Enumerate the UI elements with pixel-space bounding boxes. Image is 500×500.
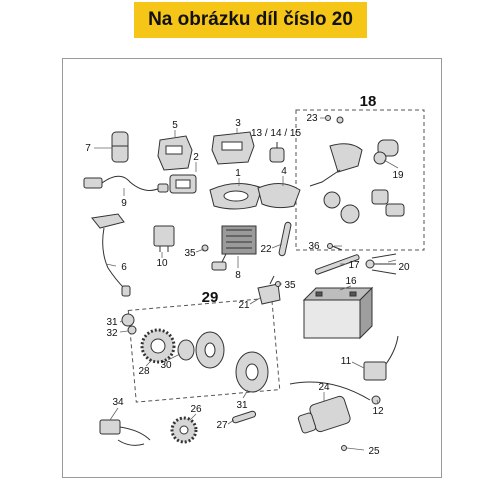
callout-12: 12: [372, 406, 384, 417]
callout-10: 10: [156, 258, 168, 269]
callout-3: 3: [235, 118, 241, 129]
callout-16: 16: [345, 276, 357, 287]
callout-31-upper: 31: [106, 317, 118, 328]
callout-35-left: 35: [184, 248, 196, 259]
callout-1: 1: [235, 168, 241, 179]
part-5-switch-housing[interactable]: [157, 135, 193, 171]
callout-6: 6: [121, 262, 127, 273]
callout-20: 20: [398, 262, 410, 273]
part-10-relay[interactable]: [153, 225, 175, 252]
callout-7: 7: [85, 143, 91, 154]
callout-19: 19: [392, 170, 404, 181]
banner-text: Na obrázku díl číslo 20: [148, 9, 353, 30]
part-31-flywheel[interactable]: [235, 351, 269, 393]
part-24-starter-motor[interactable]: [289, 381, 371, 434]
part-34-sensor-cable[interactable]: [99, 419, 151, 446]
callout-29: 29: [202, 289, 219, 306]
part-4-switch-cover[interactable]: [257, 183, 301, 209]
part-17-strap[interactable]: [314, 254, 360, 275]
part-19-lock[interactable]: [373, 151, 387, 165]
group-box-18: [295, 109, 425, 251]
part-1-switch-cover[interactable]: [209, 183, 263, 210]
callout-13-15: 13 / 14 / 15: [251, 128, 301, 139]
callout-21: 21: [238, 300, 250, 311]
part-20-keys[interactable]: [365, 253, 397, 275]
part-21-sensor[interactable]: [257, 275, 281, 305]
part-3-switch-housing[interactable]: [211, 131, 255, 165]
callout-36: 36: [308, 241, 320, 252]
part-28-sprocket[interactable]: [140, 328, 176, 364]
callout-32: 32: [106, 328, 118, 339]
part-22-rod[interactable]: [278, 221, 292, 257]
title-banner: Na obrázku díl číslo 20: [134, 2, 367, 38]
part-26-gear[interactable]: [170, 416, 198, 444]
callout-24: 24: [318, 382, 330, 393]
callout-5: 5: [172, 120, 178, 131]
callout-23: 23: [306, 113, 318, 124]
part-2-switch[interactable]: [169, 174, 197, 194]
part-9-wiring-cable[interactable]: [83, 175, 169, 193]
diagram-frame: [62, 58, 442, 478]
part-32-nut[interactable]: [127, 325, 137, 335]
callout-22: 22: [260, 244, 272, 255]
callout-31-lower: 31: [236, 400, 248, 411]
callout-27: 27: [216, 420, 228, 431]
callout-9: 9: [121, 198, 127, 209]
callout-26: 26: [190, 404, 202, 415]
part-25-bolt[interactable]: [341, 445, 347, 451]
callout-8: 8: [235, 270, 241, 281]
callout-34: 34: [112, 397, 124, 408]
part-7-connector[interactable]: [111, 131, 129, 163]
part-23-screw[interactable]: [325, 115, 331, 121]
part-8-regulator[interactable]: [211, 225, 257, 271]
part-29-starter-clutch[interactable]: [195, 331, 225, 369]
callout-2: 2: [193, 152, 199, 163]
group-box-29: [127, 297, 281, 403]
callout-25: 25: [368, 446, 380, 457]
callout-17: 17: [348, 260, 360, 271]
part-18-ignition-assembly[interactable]: [309, 116, 405, 224]
callout-30: 30: [160, 360, 172, 371]
callout-4: 4: [281, 166, 287, 177]
part-6-lever-cable[interactable]: [91, 213, 131, 297]
part-12-fuse[interactable]: [371, 395, 381, 405]
callout-35-right: 35: [284, 280, 296, 291]
part-27-pin[interactable]: [231, 410, 257, 424]
part-30-bearing[interactable]: [177, 339, 195, 361]
part-35-screw-a[interactable]: [201, 244, 209, 252]
part-36-screw[interactable]: [327, 243, 343, 251]
callout-28: 28: [138, 366, 150, 377]
part-16-battery[interactable]: [302, 286, 374, 340]
part-11-starter-relay[interactable]: [363, 335, 399, 381]
part-13-15-bulb[interactable]: [269, 142, 285, 163]
callout-11: 11: [341, 356, 352, 367]
part-31-washer[interactable]: [121, 313, 135, 327]
callout-18: 18: [360, 93, 377, 110]
